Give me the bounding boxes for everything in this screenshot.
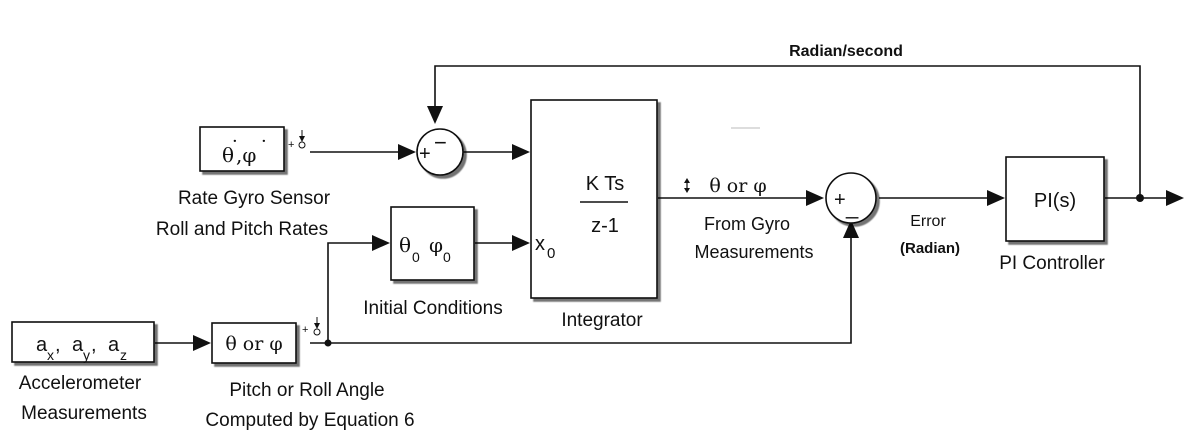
integrator-numerator: K Ts [586, 173, 625, 195]
svg-text:+: + [302, 324, 308, 336]
initial-theta: θ [399, 233, 411, 257]
gyro-caption-1: Rate Gyro Sensor [178, 188, 331, 209]
gyro-phi-dot: · [261, 131, 267, 152]
arrow-into-initial [372, 235, 390, 251]
arrow-into-sum1 [398, 144, 416, 160]
accel-z-sub: z [120, 347, 127, 363]
integrator-output-mark [684, 178, 690, 193]
arrow-into-pi [987, 190, 1005, 206]
pi-controller-block[interactable]: PI(s) [1005, 156, 1105, 242]
svg-text:,: , [55, 334, 61, 356]
sum2[interactable]: + _ [825, 172, 877, 224]
accel-a2: a [72, 334, 84, 356]
sum1-plus-sign: + [419, 143, 431, 165]
gyro-theta-dot: · [232, 131, 238, 152]
integrator-denominator: z-1 [591, 215, 619, 237]
initial-phi: φ [429, 233, 443, 257]
accel-y-sub: y [83, 347, 90, 363]
line-branch-to-initial [327, 242, 374, 343]
svg-text:+: + [288, 139, 294, 151]
arrow-feedback-into-sum1 [427, 106, 443, 124]
accel-caption-1: Accelerometer [19, 373, 142, 394]
accel-a3: a [108, 334, 120, 356]
sum2-plus-sign: + [834, 189, 846, 211]
pitch-roll-content: θ or φ [225, 333, 282, 355]
sum1[interactable]: + − [416, 128, 464, 176]
signal-lines [155, 65, 1166, 344]
initial-phi-sub: 0 [443, 249, 451, 265]
integrator-port-x: x [535, 233, 545, 255]
arrow-into-sum2 [806, 190, 824, 206]
pitch-roll-port-mark: + [302, 317, 321, 336]
line-feedback-loop [434, 65, 1141, 198]
gyro-meas-caption-1: From Gyro [704, 214, 790, 234]
pi-caption: PI Controller [999, 253, 1105, 274]
integrator-output-label: θ or φ [709, 175, 766, 197]
pitch-roll-caption-1: Pitch or Roll Angle [229, 380, 384, 401]
accel-x-sub: x [47, 347, 54, 363]
svg-text:,: , [91, 334, 97, 356]
error-label: Error [910, 213, 946, 230]
arrow-into-pitchroll [193, 335, 211, 351]
initial-caption: Initial Conditions [363, 298, 502, 319]
accel-a1: a [36, 334, 48, 356]
gyro-block[interactable]: θ · ,φ · [199, 126, 285, 172]
feedback-label: Radian/second [789, 43, 903, 60]
error-unit-label: (Radian) [900, 240, 960, 257]
pi-content: PI(s) [1034, 190, 1076, 212]
gyro-port-mark: + [288, 130, 306, 151]
arrow-into-integrator-x0 [512, 235, 530, 251]
line-pitchroll-to-sum2 [310, 236, 852, 344]
sum2-minus-sign: _ [845, 194, 859, 219]
integrator-port-sub: 0 [547, 245, 555, 262]
gyro-caption-2: Roll and Pitch Rates [156, 219, 328, 240]
gyro-theta: θ [222, 143, 234, 167]
integrator-caption: Integrator [561, 310, 643, 331]
pitch-roll-block[interactable]: θ or φ [211, 322, 297, 364]
initial-conditions-block[interactable]: θ 0 φ 0 [390, 206, 475, 281]
sum1-minus-sign: − [434, 130, 447, 155]
integrator-block[interactable]: K Ts z-1 x 0 [530, 99, 658, 299]
gyro-phi: ,φ [236, 143, 256, 167]
junction-dot-bus [324, 339, 332, 347]
initial-theta-sub: 0 [412, 249, 420, 265]
accelerometer-block[interactable]: a x , a y , a z [11, 321, 155, 363]
arrow-into-integrator [512, 144, 530, 160]
arrow-up-into-sum2 [843, 220, 859, 238]
arrowheads [193, 106, 1184, 351]
junction-dot-output [1136, 194, 1144, 202]
gyro-meas-caption-2: Measurements [694, 242, 813, 262]
accel-caption-2: Measurements [21, 403, 147, 424]
arrow-output [1166, 190, 1184, 206]
pitch-roll-caption-2: Computed by Equation 6 [205, 410, 414, 431]
